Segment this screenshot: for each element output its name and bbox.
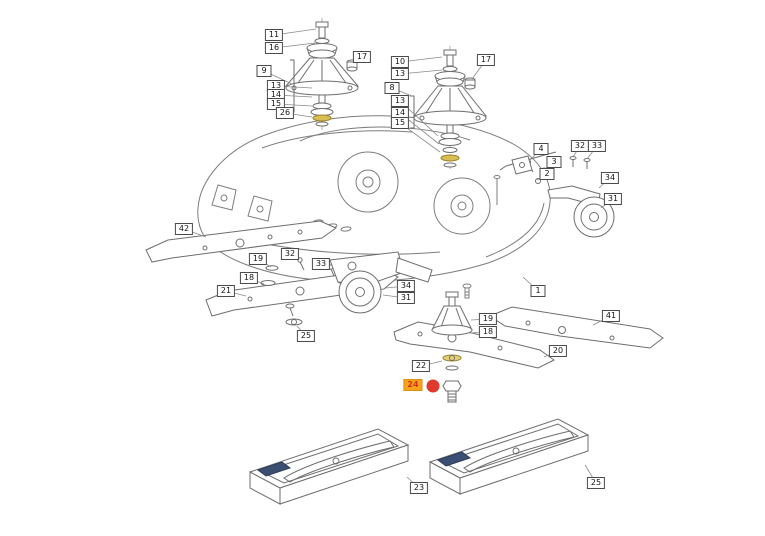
part-label-19[interactable]: 19: [478, 313, 498, 325]
part-label-31[interactable]: 31: [603, 193, 623, 205]
part-label-21[interactable]: 21: [216, 285, 236, 297]
part-label-33[interactable]: 33: [311, 258, 331, 270]
part-label-4[interactable]: 4: [533, 143, 549, 155]
part-label-42[interactable]: 42: [174, 223, 194, 235]
part-label-16[interactable]: 16: [264, 42, 284, 54]
part-label-8[interactable]: 8: [384, 82, 400, 94]
part-label-17[interactable]: 17: [476, 54, 496, 66]
part-label-11[interactable]: 11: [264, 29, 284, 41]
part-label-17[interactable]: 17: [352, 51, 372, 63]
part-label-13[interactable]: 13: [390, 68, 410, 80]
selected-part-marker: [426, 379, 440, 393]
part-label-2[interactable]: 2: [539, 168, 555, 180]
part-label-34[interactable]: 34: [600, 172, 620, 184]
part-label-25[interactable]: 25: [296, 330, 316, 342]
part-label-13[interactable]: 13: [390, 95, 410, 107]
part-label-22[interactable]: 22: [411, 360, 431, 372]
part-label-23[interactable]: 23: [409, 482, 429, 494]
part-label-1[interactable]: 1: [530, 285, 546, 297]
part-label-9[interactable]: 9: [256, 65, 272, 77]
front-roller-assembly: [329, 251, 433, 314]
part-label-3[interactable]: 3: [546, 156, 562, 168]
part-label-18[interactable]: 18: [239, 272, 259, 284]
center-blade-hub: [431, 291, 473, 403]
part-label-32[interactable]: 32: [280, 248, 300, 260]
part-label-20[interactable]: 20: [548, 345, 568, 357]
part-label-34[interactable]: 34: [396, 280, 416, 292]
blade-41: [488, 306, 664, 349]
part-label-41[interactable]: 41: [601, 310, 621, 322]
part-label-24[interactable]: 24: [403, 379, 423, 391]
part-label-19[interactable]: 19: [248, 253, 268, 265]
part-label-18[interactable]: 18: [478, 326, 498, 338]
part-label-31[interactable]: 31: [396, 292, 416, 304]
part-label-10[interactable]: 10: [390, 56, 410, 68]
part-label-26[interactable]: 26: [275, 107, 295, 119]
part-label-15[interactable]: 15: [390, 117, 410, 129]
blade-kit-box-25: [428, 418, 590, 495]
part-label-32[interactable]: 32: [570, 140, 590, 152]
part-label-25[interactable]: 25: [586, 477, 606, 489]
blade-kit-box-23: [248, 428, 410, 505]
part-label-33[interactable]: 33: [587, 140, 607, 152]
